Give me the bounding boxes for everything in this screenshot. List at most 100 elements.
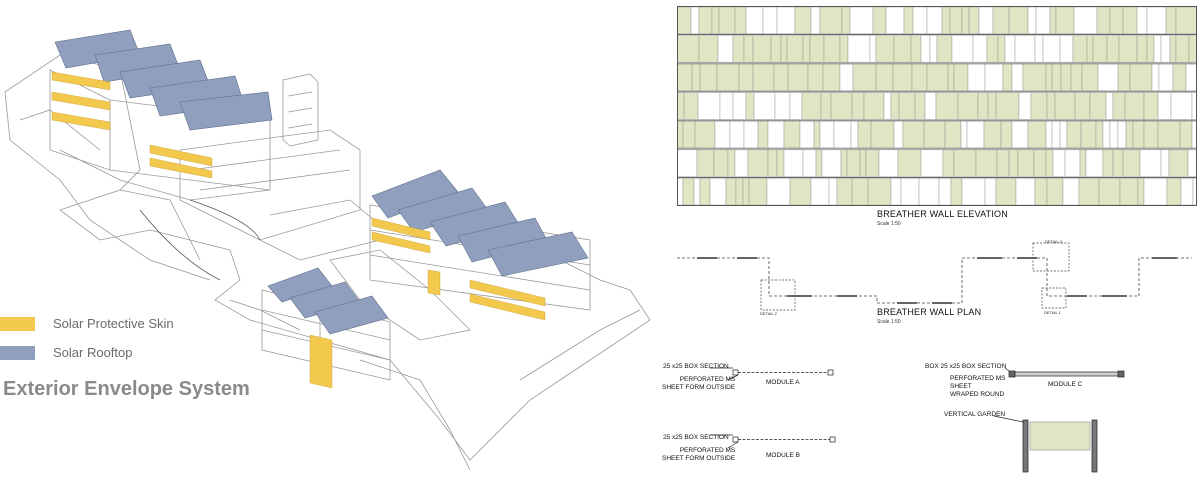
elevation-title: BREATHER WALL ELEVATION	[877, 209, 1008, 219]
elevation-panel	[1180, 178, 1194, 206]
elevation-panel	[1046, 92, 1056, 120]
elevation-panel	[1129, 63, 1153, 91]
elevation-panel	[1185, 63, 1197, 91]
elevation-panel	[789, 92, 803, 120]
elevation-panel	[890, 92, 900, 120]
elevation-panel	[1143, 92, 1159, 120]
elevation-panel	[819, 6, 843, 34]
elevation-panel	[1146, 35, 1155, 63]
elevation-panel	[1046, 178, 1064, 206]
elevation-panel	[1132, 121, 1145, 149]
elevation-panel	[859, 149, 867, 177]
elevation-panel	[1045, 121, 1053, 149]
elevation-panel	[1169, 35, 1177, 63]
elevation-panel	[1073, 6, 1098, 34]
elevation-panel	[863, 92, 885, 120]
elevation-panel	[752, 35, 772, 63]
elevation-panel	[810, 6, 821, 34]
elevation-panel	[1081, 63, 1099, 91]
elevation-panel	[776, 6, 796, 34]
elevation-panel	[914, 92, 926, 120]
elevation-panel	[950, 178, 963, 206]
elevation-panel	[696, 149, 715, 177]
elevation-panel	[1045, 63, 1053, 91]
elevation-panel	[1034, 178, 1048, 206]
elevation-panel	[1125, 121, 1134, 149]
elevation-panel	[732, 35, 745, 63]
detail-3-label: DETAIL 3	[1045, 239, 1062, 244]
elevation-panel	[783, 149, 804, 177]
elevation-panel	[841, 6, 851, 34]
elevation-panel	[1035, 6, 1051, 34]
elevation-panel	[699, 178, 711, 206]
elevation-panel	[1096, 6, 1111, 34]
elevation-panel	[682, 121, 696, 149]
elevation-panel	[1049, 6, 1057, 34]
elevation-panel	[1051, 121, 1061, 149]
elevation-panel	[1030, 92, 1048, 120]
elevation-panel	[995, 92, 1020, 120]
elevation-panel	[719, 92, 734, 120]
elevation-panel	[947, 63, 955, 91]
elevation-panel	[875, 63, 894, 91]
elevation-panel	[698, 35, 719, 63]
elevation-panel	[1033, 149, 1047, 177]
elevation-panel	[875, 35, 895, 63]
elevation-panel	[975, 149, 998, 177]
elevation-panel	[885, 6, 905, 34]
elevation-panel	[734, 6, 747, 34]
elevation-panel	[1015, 178, 1036, 206]
elevation-panel	[677, 92, 685, 120]
elevation-panel	[1002, 63, 1013, 91]
elevation-panel	[926, 6, 943, 34]
elevation-panel	[752, 63, 775, 91]
module-a-sheet-note: PERFORATED MS SHEET FORM OUTSIDE	[662, 376, 736, 391]
elevation-panel	[1089, 92, 1107, 120]
elevation-panel	[1097, 63, 1119, 91]
elevation-panel	[1095, 121, 1104, 149]
elevation-panel	[924, 92, 937, 120]
elevation-panel	[1045, 149, 1054, 177]
elevation-panel	[1118, 35, 1138, 63]
elevation-panel	[1027, 6, 1037, 34]
elevation-panel	[767, 149, 778, 177]
plan-scale: Scale 1:50	[877, 319, 901, 325]
elevation-panel	[918, 178, 940, 206]
elevation-panel	[743, 35, 754, 63]
elevation-panel	[714, 121, 731, 149]
elevation-panel	[743, 121, 759, 149]
elevation-panel	[1072, 35, 1088, 63]
elevation-panel	[890, 178, 902, 206]
elevation-panel	[757, 121, 769, 149]
module-a-label: MODULE A	[766, 379, 800, 386]
elevation-panel	[1098, 178, 1121, 206]
elevation-panel	[967, 63, 986, 91]
elevation-panel	[953, 63, 969, 91]
elevation-panel	[1008, 149, 1019, 177]
elevation-panel	[1064, 149, 1081, 177]
elevation-panel	[1102, 121, 1111, 149]
elevation-panel	[983, 121, 1002, 149]
elevation-panel	[1092, 35, 1108, 63]
elevation-panel	[1080, 121, 1097, 149]
elevation-panel	[773, 63, 789, 91]
elevation-panel	[867, 178, 892, 206]
elevation-panel	[1143, 121, 1159, 149]
elevation-panel	[1004, 35, 1016, 63]
elevation-panel	[807, 63, 824, 91]
elevation-panel	[1188, 35, 1197, 63]
elevation-panel	[966, 121, 985, 149]
elevation-border	[677, 6, 1197, 206]
elevation-panel	[1052, 149, 1066, 177]
elevation-panel	[903, 6, 914, 34]
module-c-label: MODULE C	[1048, 381, 1083, 388]
elevation-panel	[920, 35, 931, 63]
elevation-panel	[1170, 92, 1193, 120]
elevation-panel	[850, 121, 859, 149]
elevation-panel	[718, 6, 736, 34]
elevation-panel	[872, 6, 887, 34]
elevation-panel	[1014, 35, 1036, 63]
elevation-panel	[1168, 149, 1189, 177]
elevation-panel	[1109, 121, 1119, 149]
elevation-panel	[851, 92, 865, 120]
